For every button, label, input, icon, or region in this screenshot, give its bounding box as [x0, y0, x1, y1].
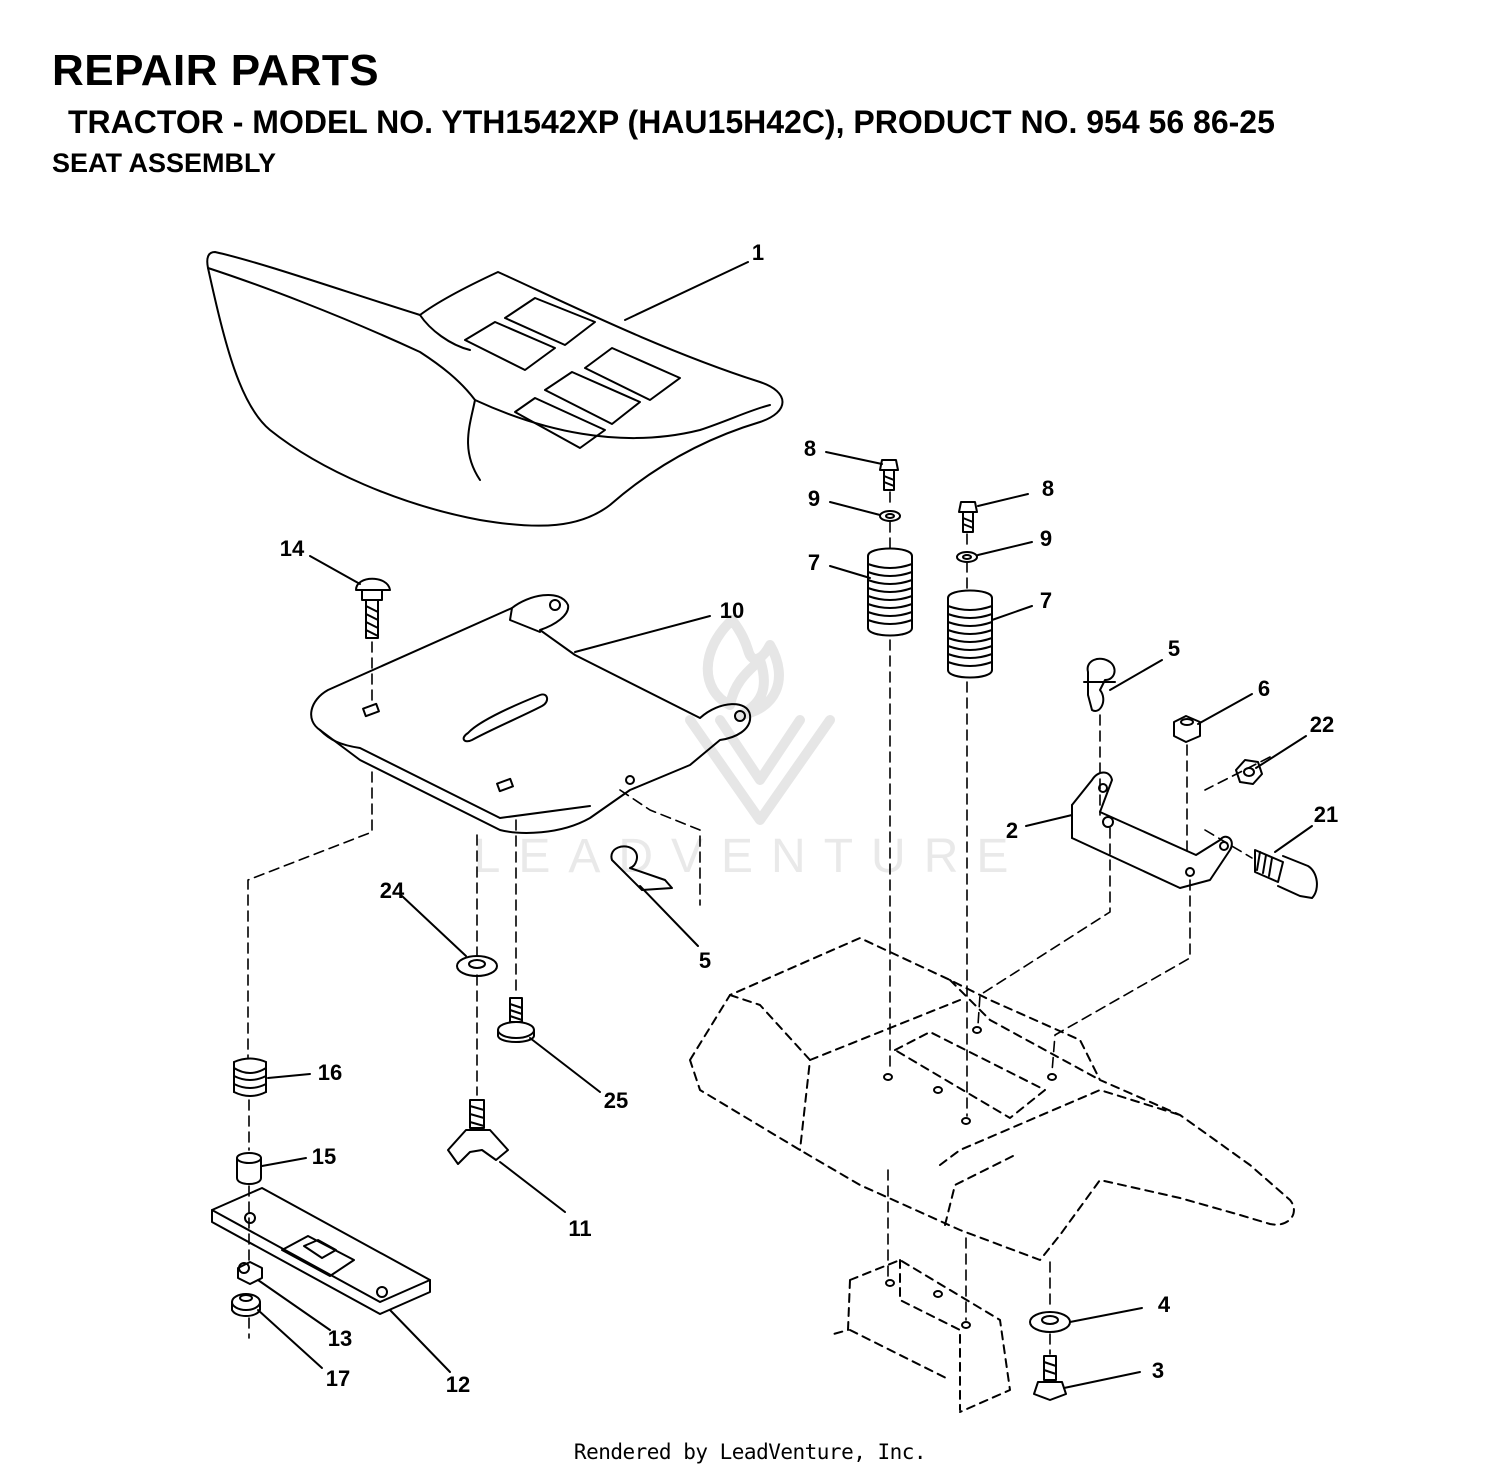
- watermark-logo: [685, 615, 835, 825]
- frame-washer-part: [1029, 1311, 1071, 1333]
- lock-nut-part: [237, 1261, 263, 1285]
- section-title: SEAT ASSEMBLY: [52, 148, 277, 178]
- callout-2: 2: [1006, 818, 1018, 843]
- spring-part: [867, 547, 993, 679]
- callout-1: 1: [752, 240, 764, 265]
- callout-16: 16: [318, 1060, 342, 1085]
- callout-8b: 8: [1042, 476, 1054, 501]
- seat-bracket-part: [1071, 771, 1233, 889]
- footer-credit: Rendered by LeadVenture, Inc.: [573, 1440, 927, 1464]
- frame-bolt-part: [1033, 1355, 1067, 1401]
- callout-13: 13: [328, 1326, 352, 1351]
- callout-17: 17: [326, 1366, 350, 1391]
- shoulder-bolt-part: [1254, 849, 1318, 899]
- callout-7a: 7: [808, 550, 820, 575]
- callout-labels: 1 8 9 8 9 7 7 14 10 5 6 22 2 21 24 5 16 …: [280, 240, 1338, 1397]
- seat-pan-part: [310, 593, 752, 834]
- assembly-guide-lines: [247, 491, 1271, 1355]
- clip-part: [610, 657, 1116, 891]
- flat-washer-part: [456, 955, 498, 977]
- page-title: REPAIR PARTS: [52, 46, 380, 95]
- slide-plate-part: [211, 1187, 431, 1315]
- hex-nut-part: [1173, 715, 1263, 785]
- callout-15: 15: [312, 1144, 336, 1169]
- callout-7b: 7: [1040, 588, 1052, 613]
- callout-14: 14: [280, 536, 305, 561]
- callout-3: 3: [1152, 1358, 1164, 1383]
- flange-bolt-part: [497, 997, 535, 1043]
- seat-part: [206, 251, 784, 527]
- callout-12: 12: [446, 1372, 470, 1397]
- callout-21: 21: [1314, 802, 1338, 827]
- callout-9a: 9: [808, 486, 820, 511]
- carriage-bolt-part: [355, 577, 391, 639]
- callout-11: 11: [568, 1216, 591, 1241]
- callout-22: 22: [1310, 712, 1334, 737]
- watermark-text: LEADVENTURE: [474, 830, 1027, 883]
- wing-knob-part: [447, 1099, 509, 1165]
- flange-nut-part: [231, 1293, 261, 1317]
- callout-4: 4: [1158, 1292, 1171, 1317]
- hex-bolt-part: [879, 459, 978, 533]
- frame-holes: [883, 1026, 1057, 1329]
- leader-lines: [257, 261, 1313, 1389]
- washer-part: [879, 510, 978, 563]
- tractor-frame: [689, 937, 1295, 1413]
- callout-9b: 9: [1040, 526, 1052, 551]
- callout-6: 6: [1258, 676, 1270, 701]
- callout-25: 25: [604, 1088, 628, 1113]
- callout-10: 10: [720, 598, 744, 623]
- callout-5a: 5: [1168, 636, 1180, 661]
- callout-24: 24: [380, 878, 405, 903]
- callout-5b: 5: [699, 948, 711, 973]
- callout-8a: 8: [804, 436, 816, 461]
- model-line: TRACTOR - MODEL NO. YTH1542XP (HAU15H42C…: [68, 104, 1275, 140]
- spacer-part: [236, 1152, 262, 1185]
- compression-spring-part: [233, 1057, 267, 1097]
